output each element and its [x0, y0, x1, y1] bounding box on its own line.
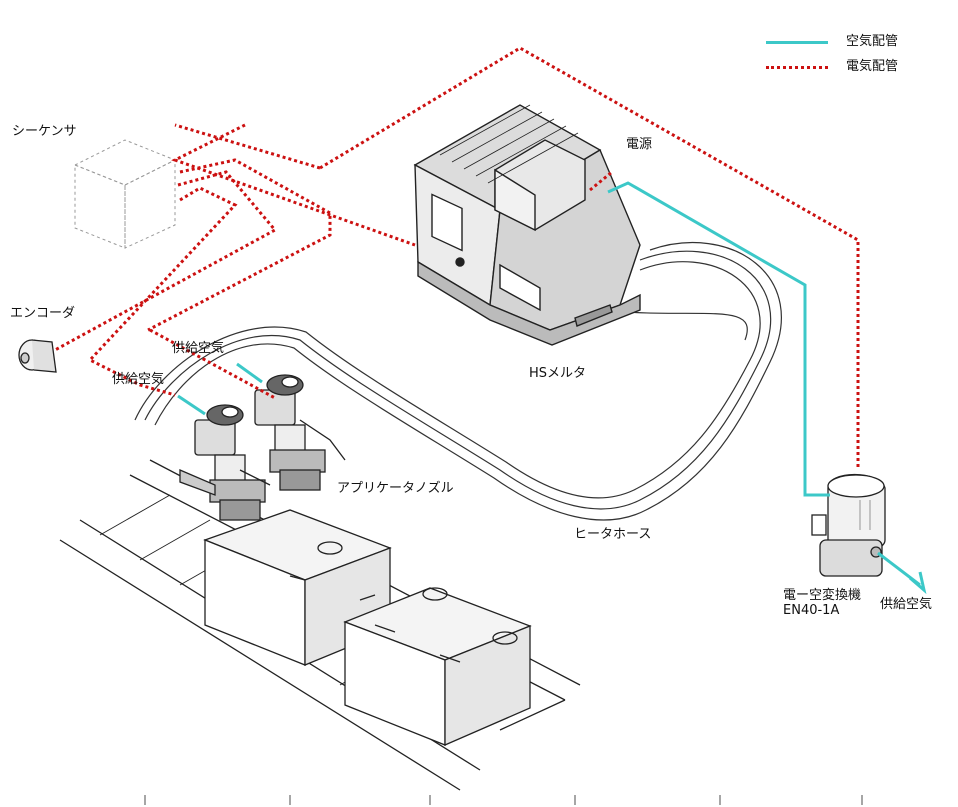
heater-hose — [134, 241, 782, 521]
label-heater-hose: ヒータホース — [574, 527, 652, 542]
electric-piping — [54, 46, 860, 470]
converter-device — [811, 473, 886, 577]
hs-melter — [413, 104, 641, 346]
label-supply-air-3: 供給空気 — [880, 597, 933, 612]
applicator-nozzles — [179, 374, 346, 521]
air-piping — [177, 181, 927, 595]
legend-air-label: 空気配管 — [846, 34, 899, 49]
label-converter: 電ー空変換機 EN40-1A — [783, 588, 862, 618]
legend-air-line — [766, 41, 828, 44]
label-power: 電源 — [626, 137, 653, 152]
legend-electric-label: 電気配管 — [846, 59, 899, 74]
product-box-2 — [343, 587, 532, 746]
label-encoder: エンコーダ — [10, 306, 76, 321]
sequencer-box — [73, 139, 177, 249]
label-applicator: アプリケータノズル — [337, 481, 454, 496]
encoder-device — [18, 339, 57, 373]
label-supply-air-2: 供給空気 — [112, 372, 165, 387]
label-supply-air-1: 供給空気 — [172, 341, 225, 356]
label-melter: HSメルタ — [529, 366, 587, 381]
legend-electric-line — [766, 66, 828, 69]
label-sequencer: シーケンサ — [12, 124, 77, 139]
